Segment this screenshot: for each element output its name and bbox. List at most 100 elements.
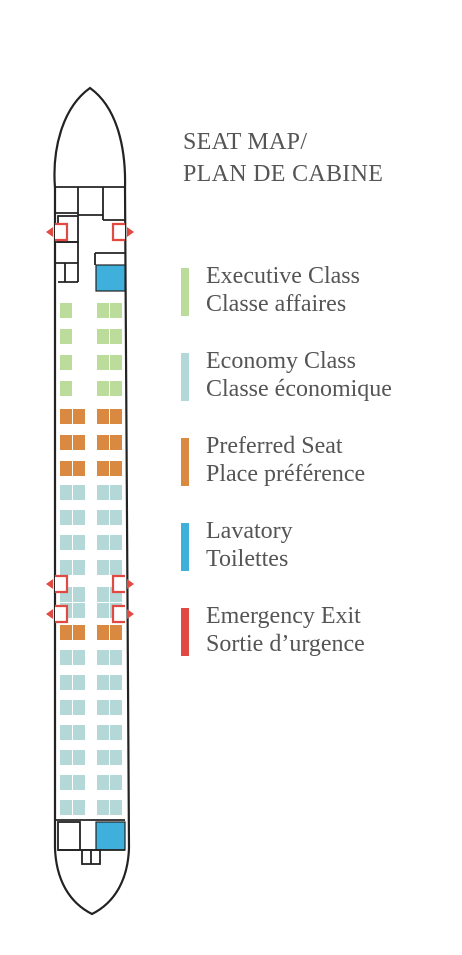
page-title: SEAT MAP/ PLAN DE CABINE xyxy=(183,126,383,190)
economy-seat xyxy=(110,800,122,815)
economy-seat xyxy=(73,587,85,602)
legend-label-en: Emergency Exit xyxy=(206,603,361,629)
preferred-seat xyxy=(110,625,122,640)
emergency-exit-door xyxy=(111,574,125,594)
economy-seat xyxy=(110,750,122,765)
executive-seat xyxy=(110,329,122,344)
executive-seat xyxy=(110,355,122,370)
preferred-seat xyxy=(97,625,109,640)
economy-seat xyxy=(110,650,122,665)
title-line-2: PLAN DE CABINE xyxy=(183,161,384,187)
economy-seat xyxy=(60,650,72,665)
economy-seat xyxy=(110,725,122,740)
economy-seat xyxy=(97,750,109,765)
emergency-exit-door xyxy=(55,604,69,624)
economy-seat xyxy=(110,535,122,550)
emergency-exit-arrow-icon xyxy=(46,579,53,589)
executive-seat xyxy=(60,303,72,318)
economy-seat xyxy=(73,650,85,665)
emergency-exit-arrow-icon xyxy=(127,579,134,589)
economy-seat xyxy=(97,603,109,618)
rear-lavatory xyxy=(95,821,126,851)
economy-swatch xyxy=(181,353,189,401)
executive-seat xyxy=(97,303,109,318)
economy-seat xyxy=(110,675,122,690)
economy-seat xyxy=(73,510,85,525)
emergency-exit-door xyxy=(111,222,125,242)
economy-seat xyxy=(97,775,109,790)
executive-swatch xyxy=(181,268,189,316)
economy-seat xyxy=(73,800,85,815)
economy-seat xyxy=(60,535,72,550)
economy-seat xyxy=(73,560,85,575)
economy-seat xyxy=(97,510,109,525)
executive-seat xyxy=(97,329,109,344)
economy-seat xyxy=(97,675,109,690)
economy-seat xyxy=(73,485,85,500)
economy-seat xyxy=(97,650,109,665)
preferred-swatch xyxy=(181,438,189,486)
preferred-seat xyxy=(73,435,85,450)
economy-seat xyxy=(73,603,85,618)
lavatory-swatch xyxy=(181,523,189,571)
economy-seat xyxy=(73,675,85,690)
economy-seat xyxy=(60,725,72,740)
legend-label-en: Executive Class xyxy=(206,263,360,289)
emergency-exit-door xyxy=(55,222,69,242)
economy-seat xyxy=(60,750,72,765)
front-lavatory xyxy=(95,264,126,292)
economy-seat xyxy=(60,775,72,790)
economy-seat xyxy=(73,775,85,790)
title-line-1: SEAT MAP/ xyxy=(183,129,308,155)
economy-seat xyxy=(73,750,85,765)
emergency-exit-arrow-icon xyxy=(46,227,53,237)
economy-seat xyxy=(110,510,122,525)
preferred-seat xyxy=(110,461,122,476)
economy-seat xyxy=(60,485,72,500)
economy-seat xyxy=(97,800,109,815)
legend-label-fr: Toilettes xyxy=(206,546,289,572)
executive-seat xyxy=(60,355,72,370)
preferred-seat xyxy=(60,409,72,424)
economy-seat xyxy=(97,700,109,715)
emergency-exit-door xyxy=(111,604,125,624)
preferred-seat xyxy=(73,461,85,476)
economy-seat xyxy=(60,800,72,815)
economy-seat xyxy=(60,510,72,525)
legend-label-fr: Classe affaires xyxy=(206,291,347,317)
emergency-exit-door xyxy=(55,574,69,594)
legend-label-en: Lavatory xyxy=(206,518,293,544)
preferred-seat xyxy=(60,461,72,476)
legend-label-en: Economy Class xyxy=(206,348,356,374)
legend-label-en: Preferred Seat xyxy=(206,433,343,459)
exit-swatch xyxy=(181,608,189,656)
emergency-exit-arrow-icon xyxy=(127,609,134,619)
preferred-seat xyxy=(97,435,109,450)
preferred-seat xyxy=(73,409,85,424)
preferred-seat xyxy=(60,625,72,640)
emergency-exit-arrow-icon xyxy=(46,609,53,619)
economy-seat xyxy=(60,675,72,690)
executive-seat xyxy=(60,329,72,344)
legend-label-fr: Place préférence xyxy=(206,461,366,487)
executive-seat xyxy=(60,381,72,396)
economy-seat xyxy=(110,700,122,715)
economy-seat xyxy=(110,775,122,790)
economy-seat xyxy=(73,535,85,550)
preferred-seat xyxy=(60,435,72,450)
economy-seat xyxy=(97,725,109,740)
economy-seat xyxy=(73,700,85,715)
executive-seat xyxy=(97,355,109,370)
economy-seat xyxy=(110,485,122,500)
economy-seat xyxy=(97,560,109,575)
preferred-seat xyxy=(110,409,122,424)
executive-seat xyxy=(97,381,109,396)
economy-seat xyxy=(97,535,109,550)
executive-seat xyxy=(110,303,122,318)
preferred-seat xyxy=(97,409,109,424)
preferred-seat xyxy=(97,461,109,476)
legend-label-fr: Sortie d’urgence xyxy=(206,631,365,657)
economy-seat xyxy=(110,560,122,575)
legend-label-fr: Classe économique xyxy=(206,376,392,402)
